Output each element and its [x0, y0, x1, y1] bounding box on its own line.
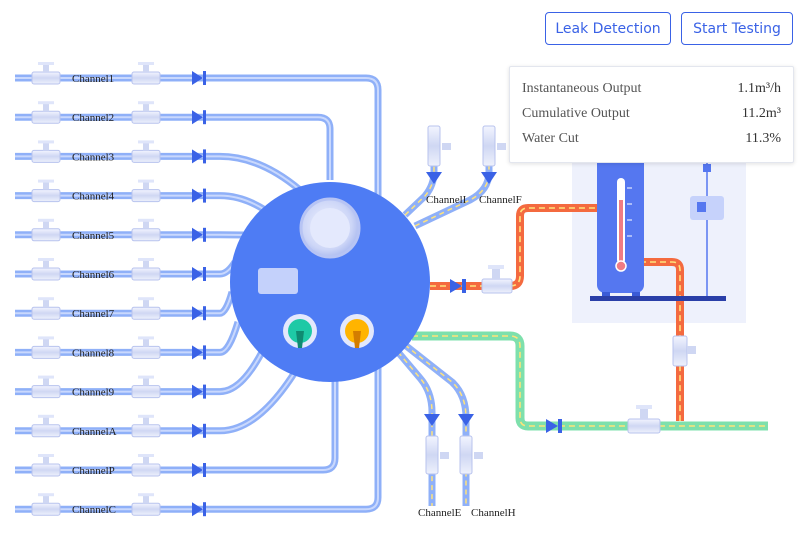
channel-label: Channel5	[72, 230, 115, 242]
valve-icon[interactable]	[131, 336, 161, 359]
green-pipe-valves	[546, 405, 661, 434]
valve-icon[interactable]	[426, 125, 451, 184]
valve-icon[interactable]	[131, 140, 161, 163]
display-panel	[258, 268, 298, 294]
channel-label: ChannelA	[72, 426, 117, 438]
valve-icon[interactable]	[31, 336, 61, 359]
valve-icon[interactable]	[131, 258, 161, 281]
start-testing-button[interactable]: Start Testing	[681, 12, 793, 45]
valve-icon[interactable]	[131, 375, 161, 399]
channel-label: ChannelE	[418, 507, 462, 519]
check-valve-icon	[192, 423, 206, 438]
valve-icon[interactable]	[131, 493, 161, 516]
metric-label: Water Cut	[522, 131, 579, 146]
channel-label: Channel1	[72, 73, 114, 85]
valve-icon[interactable]	[31, 258, 61, 281]
channel-label: Channel3	[72, 151, 115, 163]
check-valve-icon	[192, 267, 206, 281]
metric-label: Instantaneous Output	[522, 81, 642, 96]
manifold-hub	[230, 182, 430, 382]
top-channel-pipes	[402, 140, 493, 230]
check-valve-icon	[192, 188, 206, 203]
red-outlet-pipe	[430, 204, 684, 421]
check-valve-icon	[546, 419, 558, 433]
check-valve-icon	[192, 502, 206, 517]
orange-knob-icon[interactable]	[340, 314, 374, 348]
separator-tank	[597, 153, 644, 298]
metric-label: Cumulative Output	[522, 106, 630, 121]
valve-icon[interactable]	[131, 62, 161, 85]
channel-label: Channel6	[72, 269, 115, 281]
check-valve-icon	[192, 384, 206, 399]
valve-icon[interactable]	[31, 218, 61, 242]
metric-row: Instantaneous Output 1.1m³/h	[522, 79, 781, 99]
valve-icon[interactable]	[31, 101, 61, 124]
check-valve-icon	[192, 345, 206, 360]
valve-icon[interactable]	[481, 265, 513, 294]
check-valve-icon	[192, 463, 206, 477]
check-valve-icon	[192, 149, 206, 164]
top-channel-labels: ChannelI ChannelF	[426, 194, 522, 206]
valve-icon[interactable]	[31, 179, 61, 203]
channel-label: Channel7	[72, 308, 115, 320]
valve-icon[interactable]	[131, 297, 161, 320]
metric-value: 11.2m³	[741, 106, 781, 121]
metric-row: Cumulative Output 11.2m³	[522, 104, 781, 124]
bottom-channel-valves	[424, 414, 483, 475]
valve-icon[interactable]	[424, 414, 449, 475]
valve-icon[interactable]	[31, 140, 61, 163]
channel-label: ChannelH	[471, 507, 516, 519]
channel-label-group: Channel1Channel2Channel3Channel4Channel5…	[72, 73, 117, 516]
channel-label: ChannelI	[426, 194, 467, 206]
channel-label: Channel4	[72, 191, 115, 203]
valve-icon[interactable]	[31, 297, 61, 320]
top-channel-valves	[426, 125, 506, 184]
valve-icon[interactable]	[131, 454, 161, 477]
valve-icon[interactable]	[131, 179, 161, 203]
check-valve-icon	[192, 71, 206, 85]
green-knob-icon[interactable]	[283, 314, 317, 348]
metrics-panel: Instantaneous Output 1.1m³/h Cumulative …	[509, 66, 794, 163]
channel-label: Channel2	[72, 112, 114, 124]
channel-label: ChannelC	[72, 504, 116, 516]
green-outlet-pipe	[412, 331, 768, 431]
valve-icon[interactable]	[31, 62, 61, 85]
channel-pipe	[15, 113, 334, 180]
valve-icon[interactable]	[31, 375, 61, 399]
valve-icon[interactable]	[458, 414, 483, 475]
channel-label: Channel8	[72, 347, 115, 359]
channel-label: Channel9	[72, 387, 115, 399]
metric-value: 11.3%	[745, 131, 781, 146]
valve-icon[interactable]	[31, 414, 61, 438]
equipment-base	[590, 296, 726, 301]
valve-icon[interactable]	[481, 125, 506, 184]
check-valve-icon	[192, 306, 206, 321]
bottom-channel-labels: ChannelE ChannelH	[418, 507, 516, 519]
channel-pipe	[15, 370, 298, 435]
leak-detection-button[interactable]: Leak Detection	[545, 12, 671, 45]
check-valve-icon	[192, 227, 206, 242]
valve-icon[interactable]	[672, 335, 696, 367]
valve-icon[interactable]	[131, 101, 161, 124]
metric-row: Water Cut 11.3%	[522, 129, 781, 149]
valve-icon[interactable]	[131, 218, 161, 242]
valve-icon[interactable]	[131, 414, 161, 438]
check-valve-icon	[192, 110, 206, 125]
check-valve-icon	[450, 279, 462, 293]
red-pipe-valves	[450, 265, 696, 367]
valve-icon[interactable]	[31, 454, 61, 477]
sensor-head	[690, 196, 724, 220]
channel-label: ChannelF	[479, 194, 522, 206]
valve-icon[interactable]	[31, 493, 61, 516]
metric-value: 1.1m³/h	[737, 81, 781, 96]
channel-label: ChannelP	[72, 465, 115, 477]
left-valve-group	[31, 62, 206, 517]
valve-icon[interactable]	[627, 405, 661, 434]
